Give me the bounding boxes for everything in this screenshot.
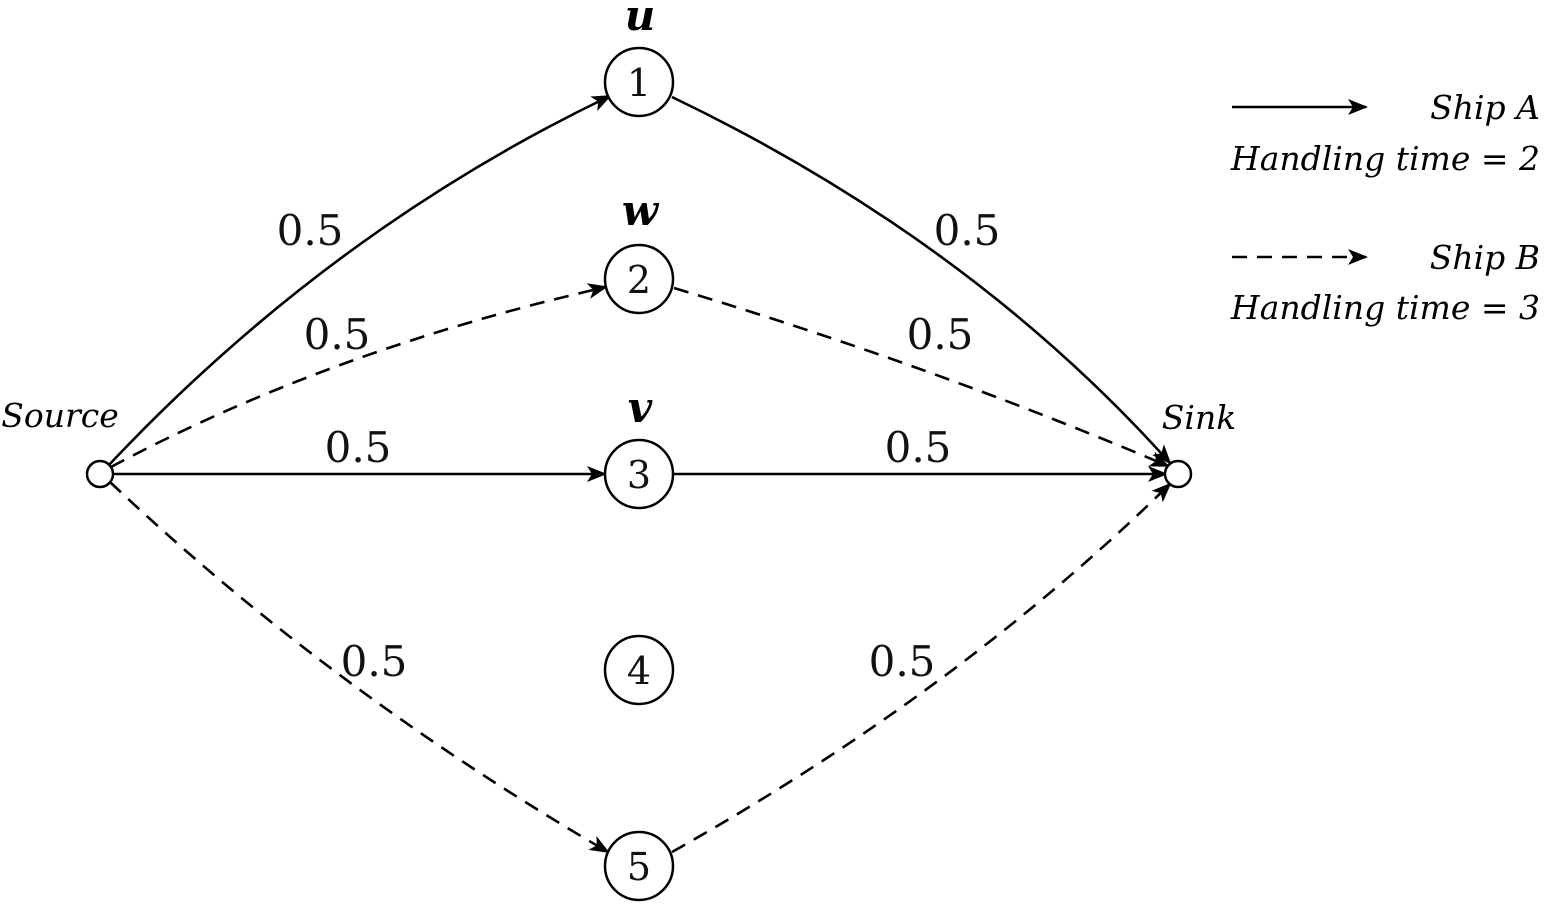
node-5-circle [603,830,675,902]
node-1: 1 [603,46,675,118]
node-3-circle [603,438,675,510]
sink-label: Sink [1162,398,1236,437]
node-5: 5 [603,830,675,902]
node-1-variable: u [625,0,656,40]
node-4: 4 [603,634,675,706]
node-3-number: 3 [627,453,651,497]
node-2: 2 [603,243,675,315]
node-2-variable: w [622,186,660,235]
sink-node [1163,459,1193,489]
legend-ship-a-handling: Handling time = 2 [1230,139,1540,178]
node-2-number: 2 [627,258,651,302]
edge-weight-3-sink: 0.5 [885,423,952,472]
edge-5-sink [671,482,1172,854]
node-2-circle [603,243,675,315]
node-1-circle [603,46,675,118]
source-label: Source [1,396,119,435]
edge-weight-1-sink: 0.5 [934,206,1001,255]
node-3: 3 [603,438,675,510]
node-4-number: 4 [627,649,651,693]
edge-weight-5-sink: 0.5 [869,637,936,686]
legend-ship-b-handling: Handling time = 3 [1230,288,1540,327]
edge-source-5 [109,481,610,854]
legend: Ship A Handling time = 2 Ship B Handling… [1230,88,1540,327]
edge-1-sink [671,95,1172,465]
edge-source-1 [107,94,612,467]
node-5-number: 5 [627,845,651,889]
legend-ship-b-label: Ship B [1430,238,1540,277]
legend-ship-a-label: Ship A [1430,88,1540,127]
edge-weight-source-1: 0.5 [277,206,344,255]
edge-weight-source-5: 0.5 [341,637,408,686]
node-1-number: 1 [627,61,651,105]
edge-weight-source-2: 0.5 [304,310,371,359]
edge-weight-source-3: 0.5 [325,423,392,472]
source-node [85,459,115,489]
edge-2-sink [673,286,1170,468]
edge-source-2 [110,283,608,469]
node-4-circle [603,634,675,706]
node-3-variable: v [628,383,653,432]
edge-weight-2-sink: 0.5 [907,310,974,359]
